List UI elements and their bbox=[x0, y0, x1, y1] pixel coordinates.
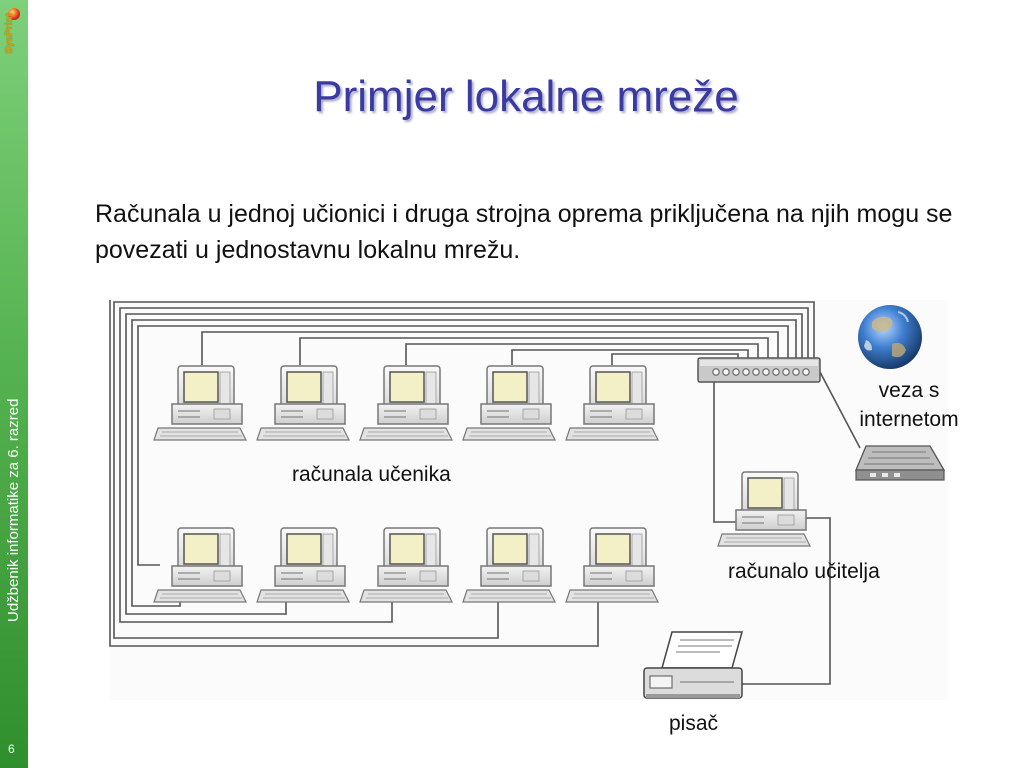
student-computer bbox=[359, 365, 453, 441]
page-number: 6 bbox=[8, 742, 15, 756]
cable bbox=[131, 319, 797, 607]
cable bbox=[713, 382, 740, 523]
cable bbox=[819, 371, 861, 449]
cable bbox=[201, 331, 779, 365]
cable bbox=[119, 307, 809, 623]
cable bbox=[125, 313, 803, 615]
student-computer bbox=[256, 365, 350, 441]
cable bbox=[113, 301, 815, 639]
cable bbox=[109, 300, 599, 647]
network-cables bbox=[109, 300, 861, 685]
cable bbox=[742, 517, 831, 685]
student-computer bbox=[256, 527, 350, 603]
slide-title: Primjer lokalne mreže bbox=[313, 72, 739, 121]
cable bbox=[405, 343, 759, 365]
cable bbox=[611, 353, 739, 365]
logo-badge-icon bbox=[8, 8, 20, 20]
student-computer bbox=[462, 527, 556, 603]
label-teacher-computer: računalo učitelja bbox=[728, 560, 880, 583]
student-computer bbox=[565, 527, 659, 603]
sysprint-logo: SysPrint bbox=[3, 4, 25, 62]
student-computer bbox=[153, 527, 247, 603]
printer-icon bbox=[643, 631, 743, 699]
cable bbox=[137, 325, 789, 566]
student-computer bbox=[153, 365, 247, 441]
modem-icon bbox=[855, 445, 946, 481]
student-computer bbox=[359, 527, 453, 603]
teacher-computer bbox=[717, 471, 811, 547]
sidebar: SysPrint Udžbenik informatike za 6. razr… bbox=[0, 0, 28, 768]
network-switch bbox=[697, 357, 821, 383]
label-student-computers: računala učenika bbox=[292, 463, 451, 486]
student-computer bbox=[565, 365, 659, 441]
label-internet: veza s internetom bbox=[859, 379, 959, 431]
globe-icon bbox=[858, 305, 922, 369]
label-printer: pisač bbox=[669, 712, 719, 735]
student-computer bbox=[462, 365, 556, 441]
cable bbox=[511, 349, 749, 365]
cable bbox=[299, 337, 769, 365]
slide-body-text: Računala u jednoj učionici i druga stroj… bbox=[95, 200, 953, 264]
